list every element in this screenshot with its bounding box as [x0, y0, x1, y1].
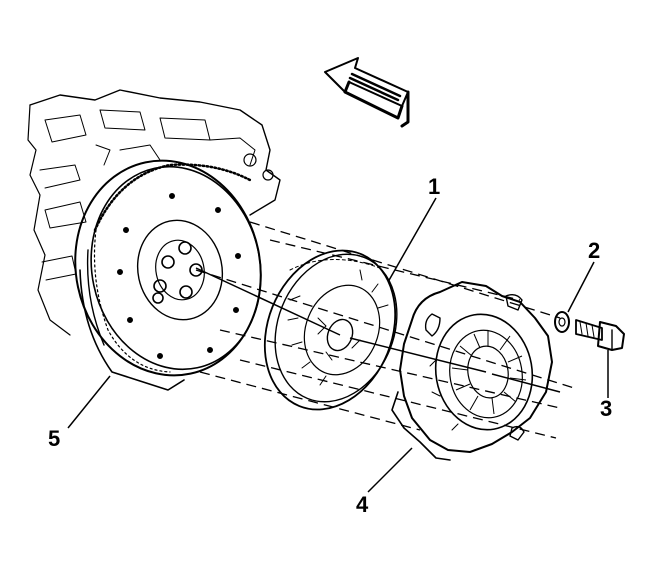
callout-4-pressure-plate: 4: [356, 492, 369, 517]
leader-lines: [67, 197, 609, 493]
direction-arrow: [324, 57, 410, 128]
alignment-lines: [195, 221, 575, 439]
bolt-and-washer: [554, 311, 625, 351]
callout-2-washer: 2: [588, 238, 601, 263]
engine-block: [27, 89, 281, 336]
flywheel: [74, 159, 262, 391]
main-axis-line: [195, 267, 561, 393]
callout-3-bolt: 3: [600, 396, 613, 421]
pressure-plate: [391, 281, 553, 461]
callout-5-flywheel: 5: [48, 426, 61, 451]
callout-1-clutch-disc: 1: [428, 174, 441, 199]
